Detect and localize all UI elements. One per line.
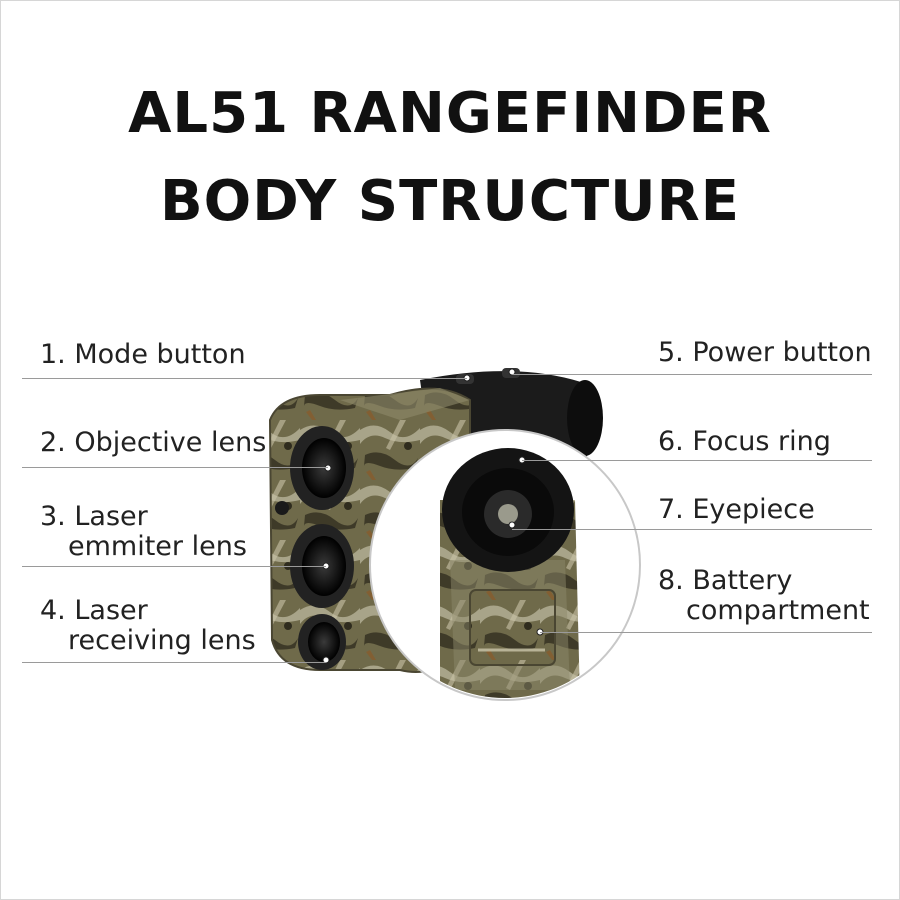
label-focus-ring: 6. Focus ring xyxy=(658,427,831,457)
label-text-cont: receiving lens xyxy=(40,626,256,656)
objective-lens-shape xyxy=(290,426,354,510)
label-number: 8. xyxy=(658,565,684,596)
leader-line-laser-emitter xyxy=(22,566,326,567)
leader-line-eyepiece xyxy=(512,529,872,530)
label-text: Objective lens xyxy=(74,427,266,458)
label-text-cont: compartment xyxy=(658,596,870,626)
label-text: Power button xyxy=(692,337,871,368)
label-text-cont: emmiter lens xyxy=(40,532,247,562)
label-laser-receiving-lens: 4. Laser receiving lens xyxy=(40,596,256,656)
label-number: 5. xyxy=(658,337,684,368)
leader-line-battery-compartment xyxy=(540,632,872,633)
label-objective-lens: 2. Objective lens xyxy=(40,428,266,458)
label-eyepiece: 7. Eyepiece xyxy=(658,495,815,525)
label-laser-emitter-lens: 3. Laser emmiter lens xyxy=(40,502,247,562)
label-text: Laser xyxy=(74,595,147,626)
label-power-button: 5. Power button xyxy=(658,338,872,368)
label-number: 1. xyxy=(40,339,66,370)
label-number: 6. xyxy=(658,426,684,457)
leader-line-focus-ring xyxy=(522,460,872,461)
rear-detail-inset xyxy=(370,430,640,700)
leader-line-objective-lens xyxy=(22,467,328,468)
label-text: Laser xyxy=(74,501,147,532)
label-battery-compartment: 8. Battery compartment xyxy=(658,566,870,626)
leader-line-mode-button xyxy=(22,378,467,379)
label-number: 4. xyxy=(40,595,66,626)
label-number: 7. xyxy=(658,494,684,525)
label-text: Focus ring xyxy=(692,426,831,457)
leader-line-power-button xyxy=(512,374,872,375)
label-text: Eyepiece xyxy=(692,494,814,525)
label-number: 2. xyxy=(40,427,66,458)
battery-compartment-shape xyxy=(470,590,555,665)
label-number: 3. xyxy=(40,501,66,532)
label-text: Battery xyxy=(692,565,792,596)
label-text: Mode button xyxy=(74,339,245,370)
leader-line-laser-receiving xyxy=(22,662,326,663)
label-mode-button: 1. Mode button xyxy=(40,340,246,370)
